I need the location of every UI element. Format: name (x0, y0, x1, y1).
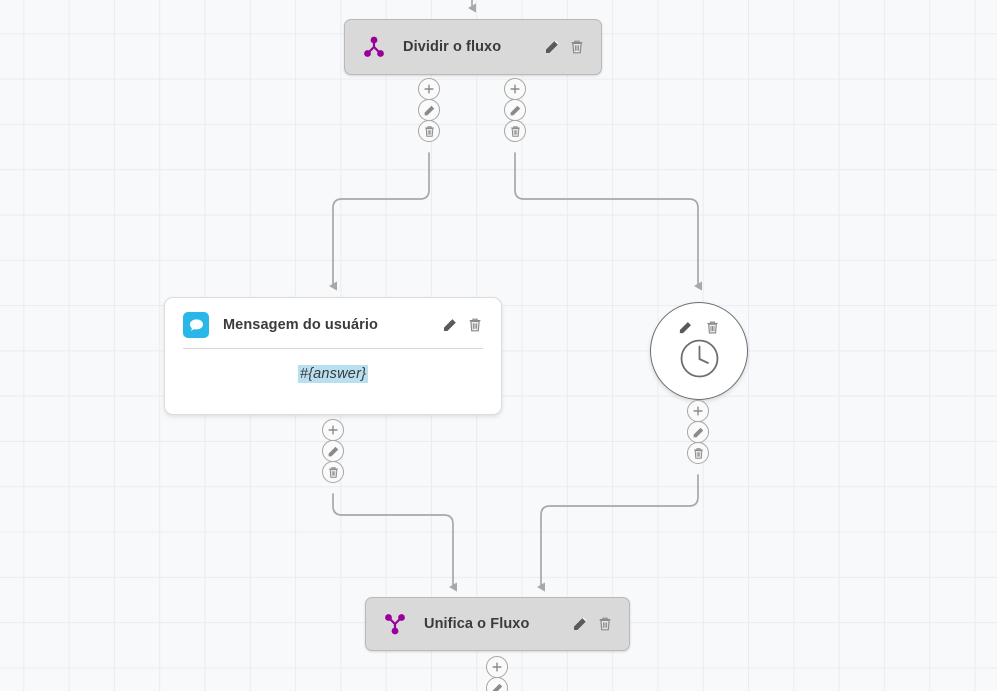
chat-bubble-icon (183, 312, 209, 338)
divider (183, 348, 483, 349)
edge-split-left-to-message (329, 152, 430, 291)
node-title: Unifica o Fluxo (424, 616, 530, 632)
edge-split-right-to-timer (514, 152, 702, 291)
node-title: Mensagem do usuário (223, 317, 378, 333)
port-stack-timer[interactable] (687, 400, 709, 464)
pencil-icon[interactable] (418, 99, 440, 121)
trash-icon[interactable] (687, 442, 709, 464)
trash-icon[interactable] (596, 616, 613, 633)
pencil-icon[interactable] (504, 99, 526, 121)
flow-split-icon (361, 34, 387, 60)
variable-chip[interactable]: #{answer} (297, 365, 369, 383)
plus-icon[interactable] (418, 78, 440, 100)
port-stack-split-left[interactable] (418, 78, 440, 142)
port-stack-split-right[interactable] (504, 78, 526, 142)
node-unifica-o-fluxo[interactable]: Unifica o Fluxo (365, 597, 630, 651)
node-dividir-o-fluxo[interactable]: Dividir o fluxo (344, 19, 602, 75)
node-mensagem-do-usuario[interactable]: Mensagem do usuário (164, 297, 502, 415)
node-actions (543, 39, 585, 56)
trash-icon[interactable] (322, 461, 344, 483)
pencil-icon[interactable] (543, 39, 560, 56)
pencil-icon[interactable] (486, 677, 508, 691)
plus-icon[interactable] (687, 400, 709, 422)
flow-merge-icon (382, 611, 408, 637)
trash-icon[interactable] (466, 317, 483, 334)
plus-icon[interactable] (504, 78, 526, 100)
clock-icon (679, 338, 720, 384)
trash-icon[interactable] (418, 120, 440, 142)
trash-icon[interactable] (568, 39, 585, 56)
node-title: Dividir o fluxo (403, 39, 502, 55)
pencil-icon[interactable] (687, 421, 709, 443)
message-body[interactable]: #{answer} (165, 349, 501, 401)
trash-icon[interactable] (504, 120, 526, 142)
pencil-icon[interactable] (677, 319, 694, 336)
port-stack-merge[interactable] (486, 656, 508, 691)
pencil-icon[interactable] (571, 616, 588, 633)
edge-timer-to-merge (537, 474, 699, 592)
node-actions (571, 616, 613, 633)
port-stack-message[interactable] (322, 419, 344, 483)
edge-message-to-merge (332, 493, 457, 592)
plus-icon[interactable] (322, 419, 344, 441)
pencil-icon[interactable] (322, 440, 344, 462)
message-header: Mensagem do usuário (165, 298, 501, 348)
trash-icon[interactable] (704, 319, 721, 336)
plus-icon[interactable] (486, 656, 508, 678)
node-timer[interactable] (650, 302, 748, 400)
node-actions (441, 317, 483, 334)
node-actions (677, 319, 721, 336)
pencil-icon[interactable] (441, 317, 458, 334)
